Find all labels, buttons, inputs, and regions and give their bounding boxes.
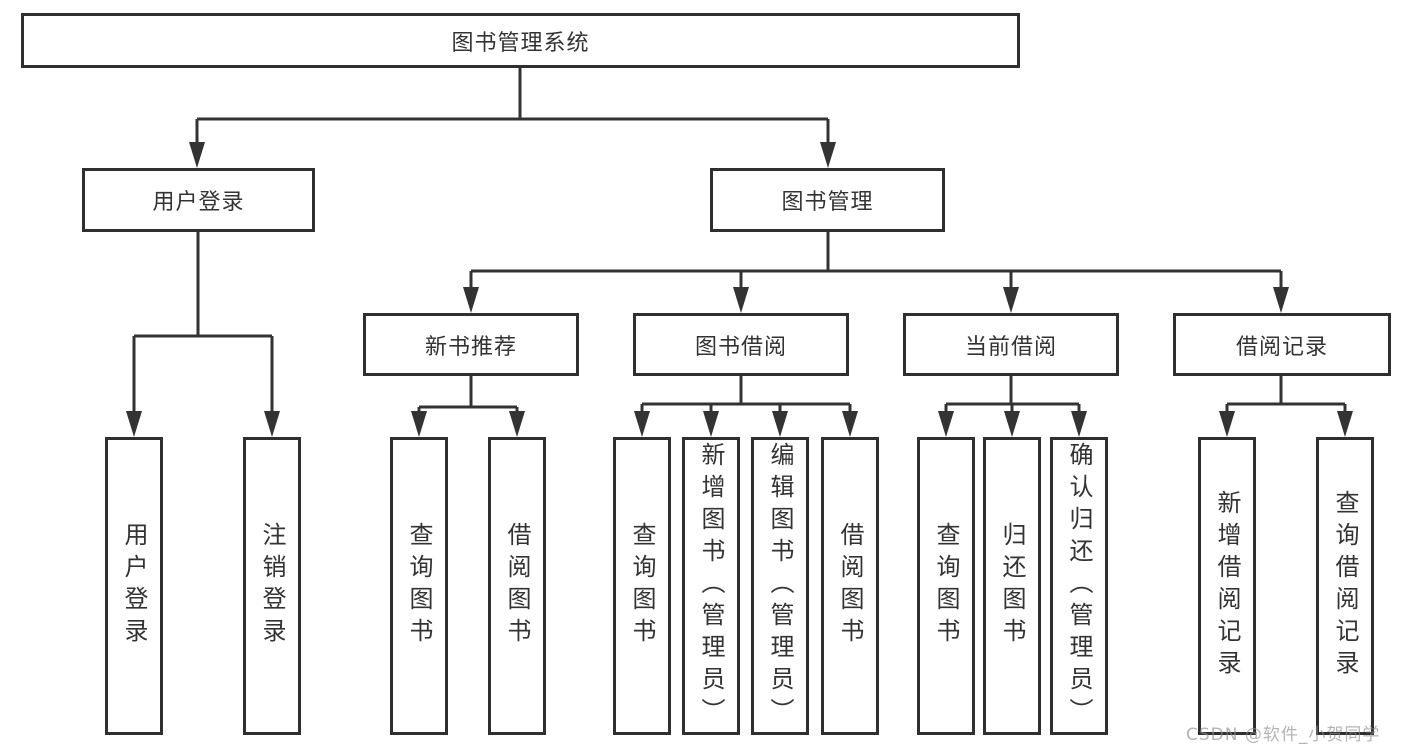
leaf-borrow-book-1-label: 借阅图书: [503, 522, 531, 650]
leaf-return-book: 归还图书: [983, 437, 1041, 735]
leaf-query-book-3: 查询图书: [917, 437, 975, 735]
node-root: 图书管理系统: [21, 13, 1020, 68]
leaf-add-book-admin-label: 新增图书（管理员）: [697, 442, 725, 730]
node-current-borrow-label: 当前借阅: [964, 334, 1057, 360]
node-borrow-record-label: 借阅记录: [1235, 334, 1328, 360]
arrowhead-icon: [1071, 411, 1087, 437]
leaf-query-book-1: 查询图书: [390, 437, 448, 735]
node-book-management-label: 图书管理: [781, 190, 874, 215]
leaf-add-borrow-record: 新增借阅记录: [1198, 437, 1256, 735]
leaf-edit-book-admin: 编辑图书（管理员）: [751, 437, 809, 735]
node-new-book-recommend: 新书推荐: [363, 313, 579, 376]
leaf-logout: 注销登录: [243, 437, 301, 735]
leaf-query-book-3-label: 查询图书: [932, 522, 960, 650]
arrowhead-icon: [938, 411, 954, 437]
leaf-logout-label: 注销登录: [258, 522, 286, 650]
arrowhead-icon: [264, 411, 280, 437]
leaf-edit-book-admin-label: 编辑图书（管理员）: [766, 442, 794, 730]
arrowhead-icon: [1337, 411, 1353, 437]
leaf-borrow-book-2: 借阅图书: [821, 437, 879, 735]
arrowhead-icon: [842, 411, 858, 437]
leaf-user-login: 用户登录: [105, 437, 163, 735]
node-borrow-record: 借阅记录: [1173, 313, 1391, 376]
arrowhead-icon: [189, 142, 205, 168]
leaf-query-borrow-record: 查询借阅记录: [1316, 437, 1374, 735]
connector-line: [944, 376, 1081, 415]
arrowhead-icon: [509, 411, 525, 437]
leaf-confirm-return-admin: 确认归还（管理员）: [1050, 437, 1108, 735]
node-user-login: 用户登录: [82, 168, 315, 232]
leaf-borrow-book-1: 借阅图书: [488, 437, 546, 735]
leaf-query-book-2-label: 查询图书: [628, 522, 656, 650]
leaf-add-book-admin: 新增图书（管理员）: [682, 437, 740, 735]
arrowhead-icon: [703, 411, 719, 437]
connector-line: [1225, 376, 1347, 415]
leaf-return-book-label: 归还图书: [998, 522, 1026, 650]
connector-line: [195, 68, 830, 146]
node-book-management: 图书管理: [710, 168, 945, 232]
leaf-query-book-2: 查询图书: [613, 437, 671, 735]
node-new-book-recommend-label: 新书推荐: [424, 334, 517, 360]
leaf-borrow-book-2-label: 借阅图书: [836, 522, 864, 650]
node-book-borrow: 图书借阅: [633, 313, 849, 376]
arrowhead-icon: [1004, 411, 1020, 437]
connector-lines: [132, 68, 1347, 415]
node-book-borrow-label: 图书借阅: [694, 334, 787, 360]
node-root-label: 图书管理系统: [451, 30, 590, 56]
leaf-query-borrow-record-label: 查询借阅记录: [1331, 490, 1359, 682]
leaf-add-borrow-record-label: 新增借阅记录: [1213, 490, 1241, 682]
leaf-query-book-1-label: 查询图书: [405, 522, 433, 650]
arrowhead-icon: [463, 287, 479, 313]
arrowhead-icon: [126, 411, 142, 437]
arrowhead-icon: [411, 411, 427, 437]
arrowheads: [126, 142, 1353, 437]
node-current-borrow: 当前借阅: [903, 313, 1119, 376]
arrowhead-icon: [772, 411, 788, 437]
connector-line: [469, 232, 1283, 291]
arrowhead-icon: [634, 411, 650, 437]
leaf-user-login-label: 用户登录: [120, 522, 148, 650]
connector-line: [640, 376, 852, 415]
csdn-watermark: CSDN @软件_小贺同学: [1186, 725, 1381, 745]
arrowhead-icon: [1273, 287, 1289, 313]
arrowhead-icon: [733, 287, 749, 313]
arrowhead-icon: [1219, 411, 1235, 437]
connector-line: [417, 376, 519, 415]
node-user-login-label: 用户登录: [152, 190, 245, 215]
arrowhead-icon: [820, 142, 836, 168]
arrowhead-icon: [1003, 287, 1019, 313]
connector-line: [132, 232, 274, 415]
leaf-confirm-return-admin-label: 确认归还（管理员）: [1065, 442, 1093, 730]
